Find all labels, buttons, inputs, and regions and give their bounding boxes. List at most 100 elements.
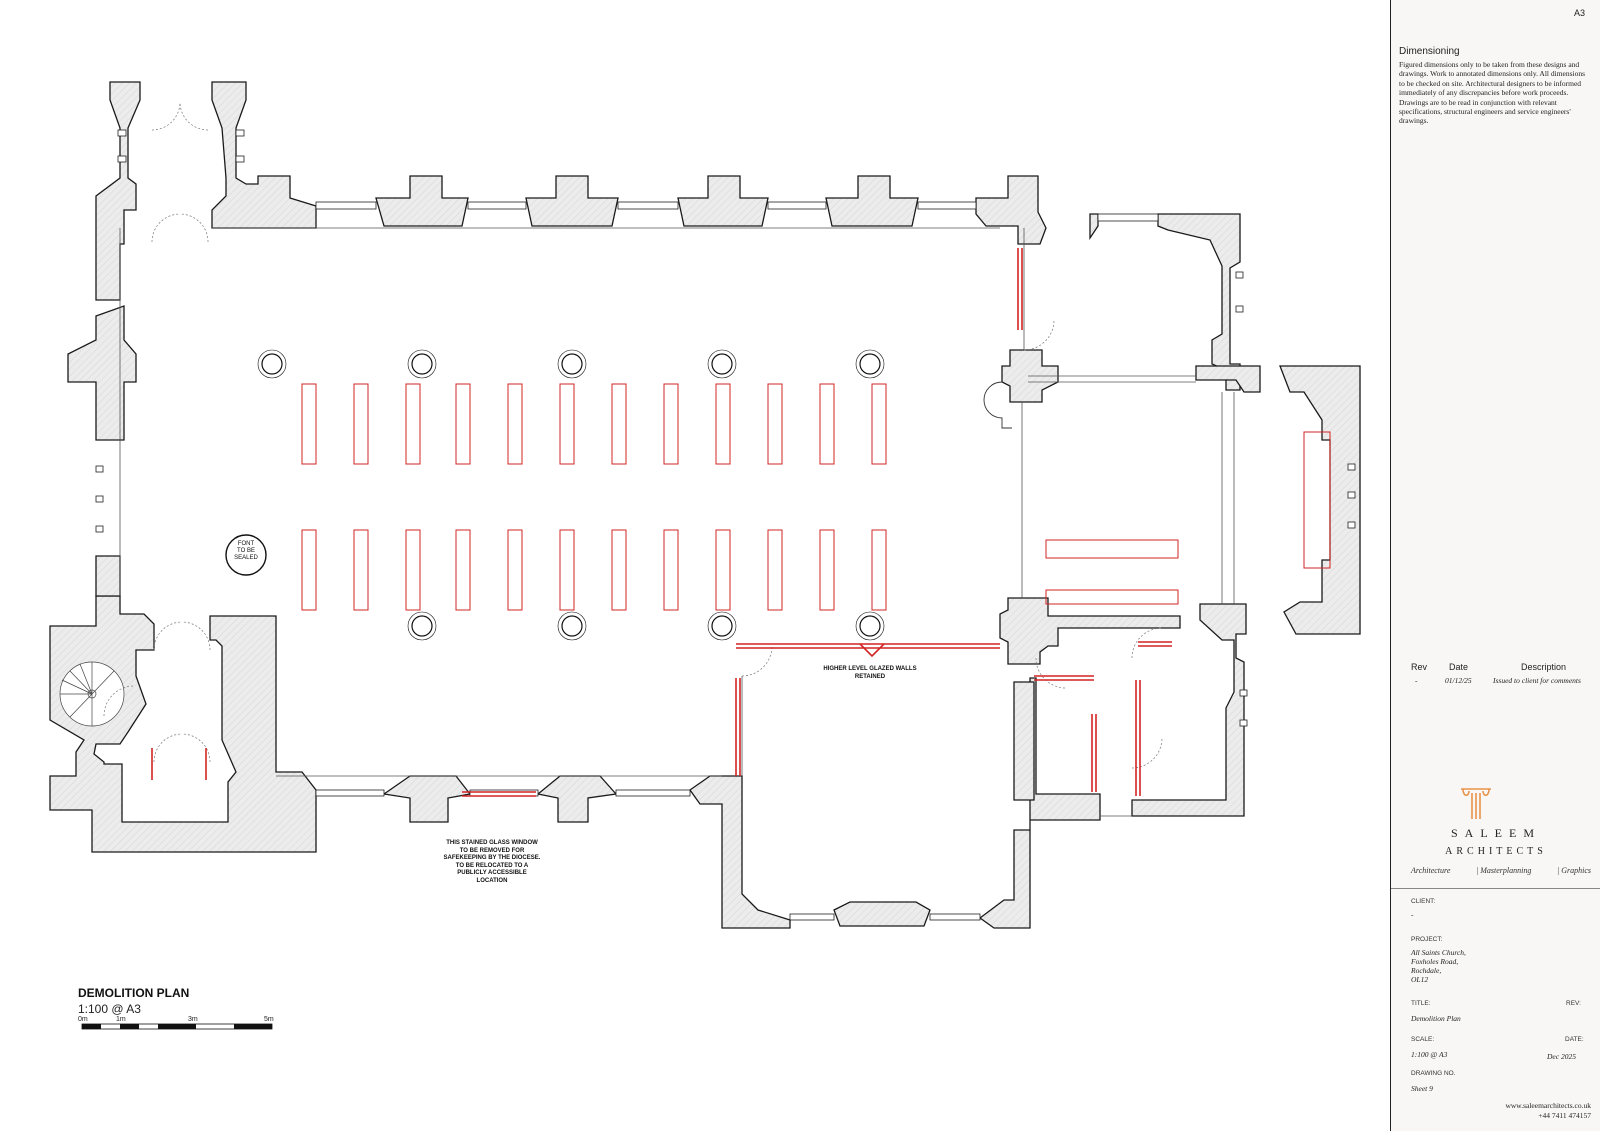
- south-aisle-wall-east: [978, 677, 1101, 929]
- sanctuary-north-wall: [1195, 365, 1261, 393]
- client-value: -: [1411, 910, 1414, 919]
- project-line: Foxholes Road,: [1411, 957, 1459, 966]
- description-value: Issued to client for comments: [1493, 676, 1581, 685]
- plan-scale: 1:100 @ A3: [78, 1002, 141, 1016]
- plan-title: DEMOLITION PLAN: [78, 986, 190, 1000]
- floor-plan-drawing: [49, 81, 1361, 1030]
- window-note-line: SAFEKEEPING BY THE DIOCESE.: [443, 855, 541, 861]
- scale-label: 5m: [264, 1016, 274, 1023]
- drawing-no-value: Sheet 9: [1411, 1084, 1433, 1093]
- southwest-stair-tower: [49, 595, 317, 853]
- description-header: Description: [1521, 662, 1567, 672]
- window-note-line: TO BE RELOCATED TO A: [455, 862, 529, 869]
- scale-field-label: SCALE:: [1411, 1036, 1435, 1043]
- pews-to-remove: [301, 383, 1331, 611]
- spiral-stair: [59, 661, 125, 727]
- south-aisle-wall-south: [833, 901, 931, 927]
- column: [261, 353, 283, 375]
- font-note: FONT TO BE SEALED: [230, 541, 262, 562]
- project-line: All Saints Church,: [1411, 948, 1466, 957]
- drawing-no-label: DRAWING NO.: [1411, 1070, 1456, 1077]
- font-note-line: FONT: [237, 541, 255, 547]
- north-buttress-3: [677, 175, 769, 227]
- south-buttress-2: [536, 775, 618, 823]
- chancel-ne-wall: [1157, 213, 1241, 391]
- interior-lines: [119, 227, 1235, 817]
- title-block: A3 Dimensioning Figured dimensions only …: [1390, 0, 1600, 1131]
- column: [561, 615, 583, 637]
- column: [859, 353, 881, 375]
- website-link[interactable]: www.saleemarchitects.co.uk: [1505, 1101, 1591, 1110]
- date-header: Date: [1449, 662, 1469, 672]
- notes-heading: Dimensioning: [1399, 46, 1460, 57]
- window-note-line: LOCATION: [476, 877, 508, 884]
- title-label: TITLE:: [1411, 1000, 1431, 1007]
- column: [859, 615, 881, 637]
- service-item: | Masterplanning: [1476, 866, 1532, 875]
- contact-info: www.saleemarchitects.co.uk +44 7411 4741…: [1505, 1101, 1591, 1120]
- scale-label: 3m: [188, 1016, 198, 1023]
- phone-number: +44 7411 474157: [1538, 1110, 1591, 1120]
- walls: [49, 81, 1361, 929]
- notes-body: Figured dimensions only to be taken from…: [1399, 60, 1586, 126]
- rev-header: Rev: [1411, 662, 1428, 672]
- glazed-note-line: RETAINED: [854, 673, 886, 680]
- rev-value: -: [1415, 676, 1418, 685]
- pulpit: [983, 381, 1012, 429]
- date-field-label: DATE:: [1565, 1036, 1584, 1043]
- brand-subtitle: ARCHITECTS: [1445, 846, 1547, 857]
- rev-label: REV:: [1566, 1000, 1581, 1007]
- column: [411, 615, 433, 637]
- window-note-line: TO BE REMOVED FOR: [459, 847, 525, 854]
- project-label: PROJECT:: [1411, 936, 1443, 943]
- south-aisle-wall-west: [689, 775, 791, 929]
- title-value: Demolition Plan: [1411, 1014, 1461, 1023]
- porch-east-wall: [211, 81, 317, 229]
- floor-plan-area: FONT TO BE SEALED HIGHER LEVEL GLAZED WA…: [49, 81, 1361, 1030]
- font-note-line: TO BE: [237, 548, 255, 554]
- date-value: 01/12/25: [1445, 676, 1472, 685]
- project-line: OL12: [1411, 975, 1429, 984]
- west-wall-mid: [95, 555, 121, 597]
- column: [411, 353, 433, 375]
- project-line: Rochdale,: [1411, 966, 1442, 975]
- glazed-walls-note: HIGHER LEVEL GLAZED WALLS RETAINED: [800, 666, 940, 681]
- partitions-to-remove: [151, 248, 1172, 797]
- brand-services: Architecture | Masterplanning | Graphics: [1411, 866, 1591, 875]
- column: [561, 353, 583, 375]
- scale-field-value: 1:100 @ A3: [1411, 1050, 1448, 1059]
- south-crossing-pier: [999, 597, 1181, 665]
- north-buttress-2: [525, 175, 619, 227]
- client-label: CLIENT:: [1411, 898, 1436, 905]
- scale-bar: [81, 1023, 273, 1030]
- service-item: Architecture: [1411, 866, 1451, 875]
- column: [711, 615, 733, 637]
- divider: [1391, 888, 1600, 889]
- scale-label: 1m: [116, 1016, 126, 1023]
- brand-name: SALEEM: [1451, 826, 1541, 840]
- column: [711, 353, 733, 375]
- font-note-line: SEALED: [234, 555, 258, 561]
- chancel-north-wall: [1089, 213, 1099, 241]
- north-east-buttress: [975, 175, 1047, 245]
- door-swings: [103, 101, 1163, 769]
- vestry-west: [1013, 681, 1035, 801]
- column-logo-icon: [1461, 788, 1491, 819]
- south-buttress-1: [382, 775, 472, 823]
- project-value: All Saints Church, Foxholes Road, Rochda…: [1411, 948, 1466, 984]
- scale-label: 0m: [78, 1016, 88, 1023]
- windows: [95, 129, 1356, 921]
- columns: [257, 349, 885, 641]
- sanctuary-ne-corner: [1279, 365, 1361, 635]
- sheet-size: A3: [1573, 8, 1585, 18]
- window-note-line: THIS STAINED GLASS WINDOW: [446, 840, 538, 846]
- stained-glass-note: THIS STAINED GLASS WINDOW TO BE REMOVED …: [430, 840, 554, 885]
- window-note-line: PUBLICLY ACCESSIBLE: [457, 870, 527, 876]
- north-buttress-1: [375, 175, 469, 227]
- service-item: | Graphics: [1557, 866, 1591, 875]
- north-buttress-4: [825, 175, 919, 227]
- west-wall: [67, 305, 137, 441]
- glazed-note-line: HIGHER LEVEL GLAZED WALLS: [823, 666, 917, 672]
- sanctuary-se-pier: [1131, 603, 1247, 817]
- porch-west-wall: [95, 81, 141, 301]
